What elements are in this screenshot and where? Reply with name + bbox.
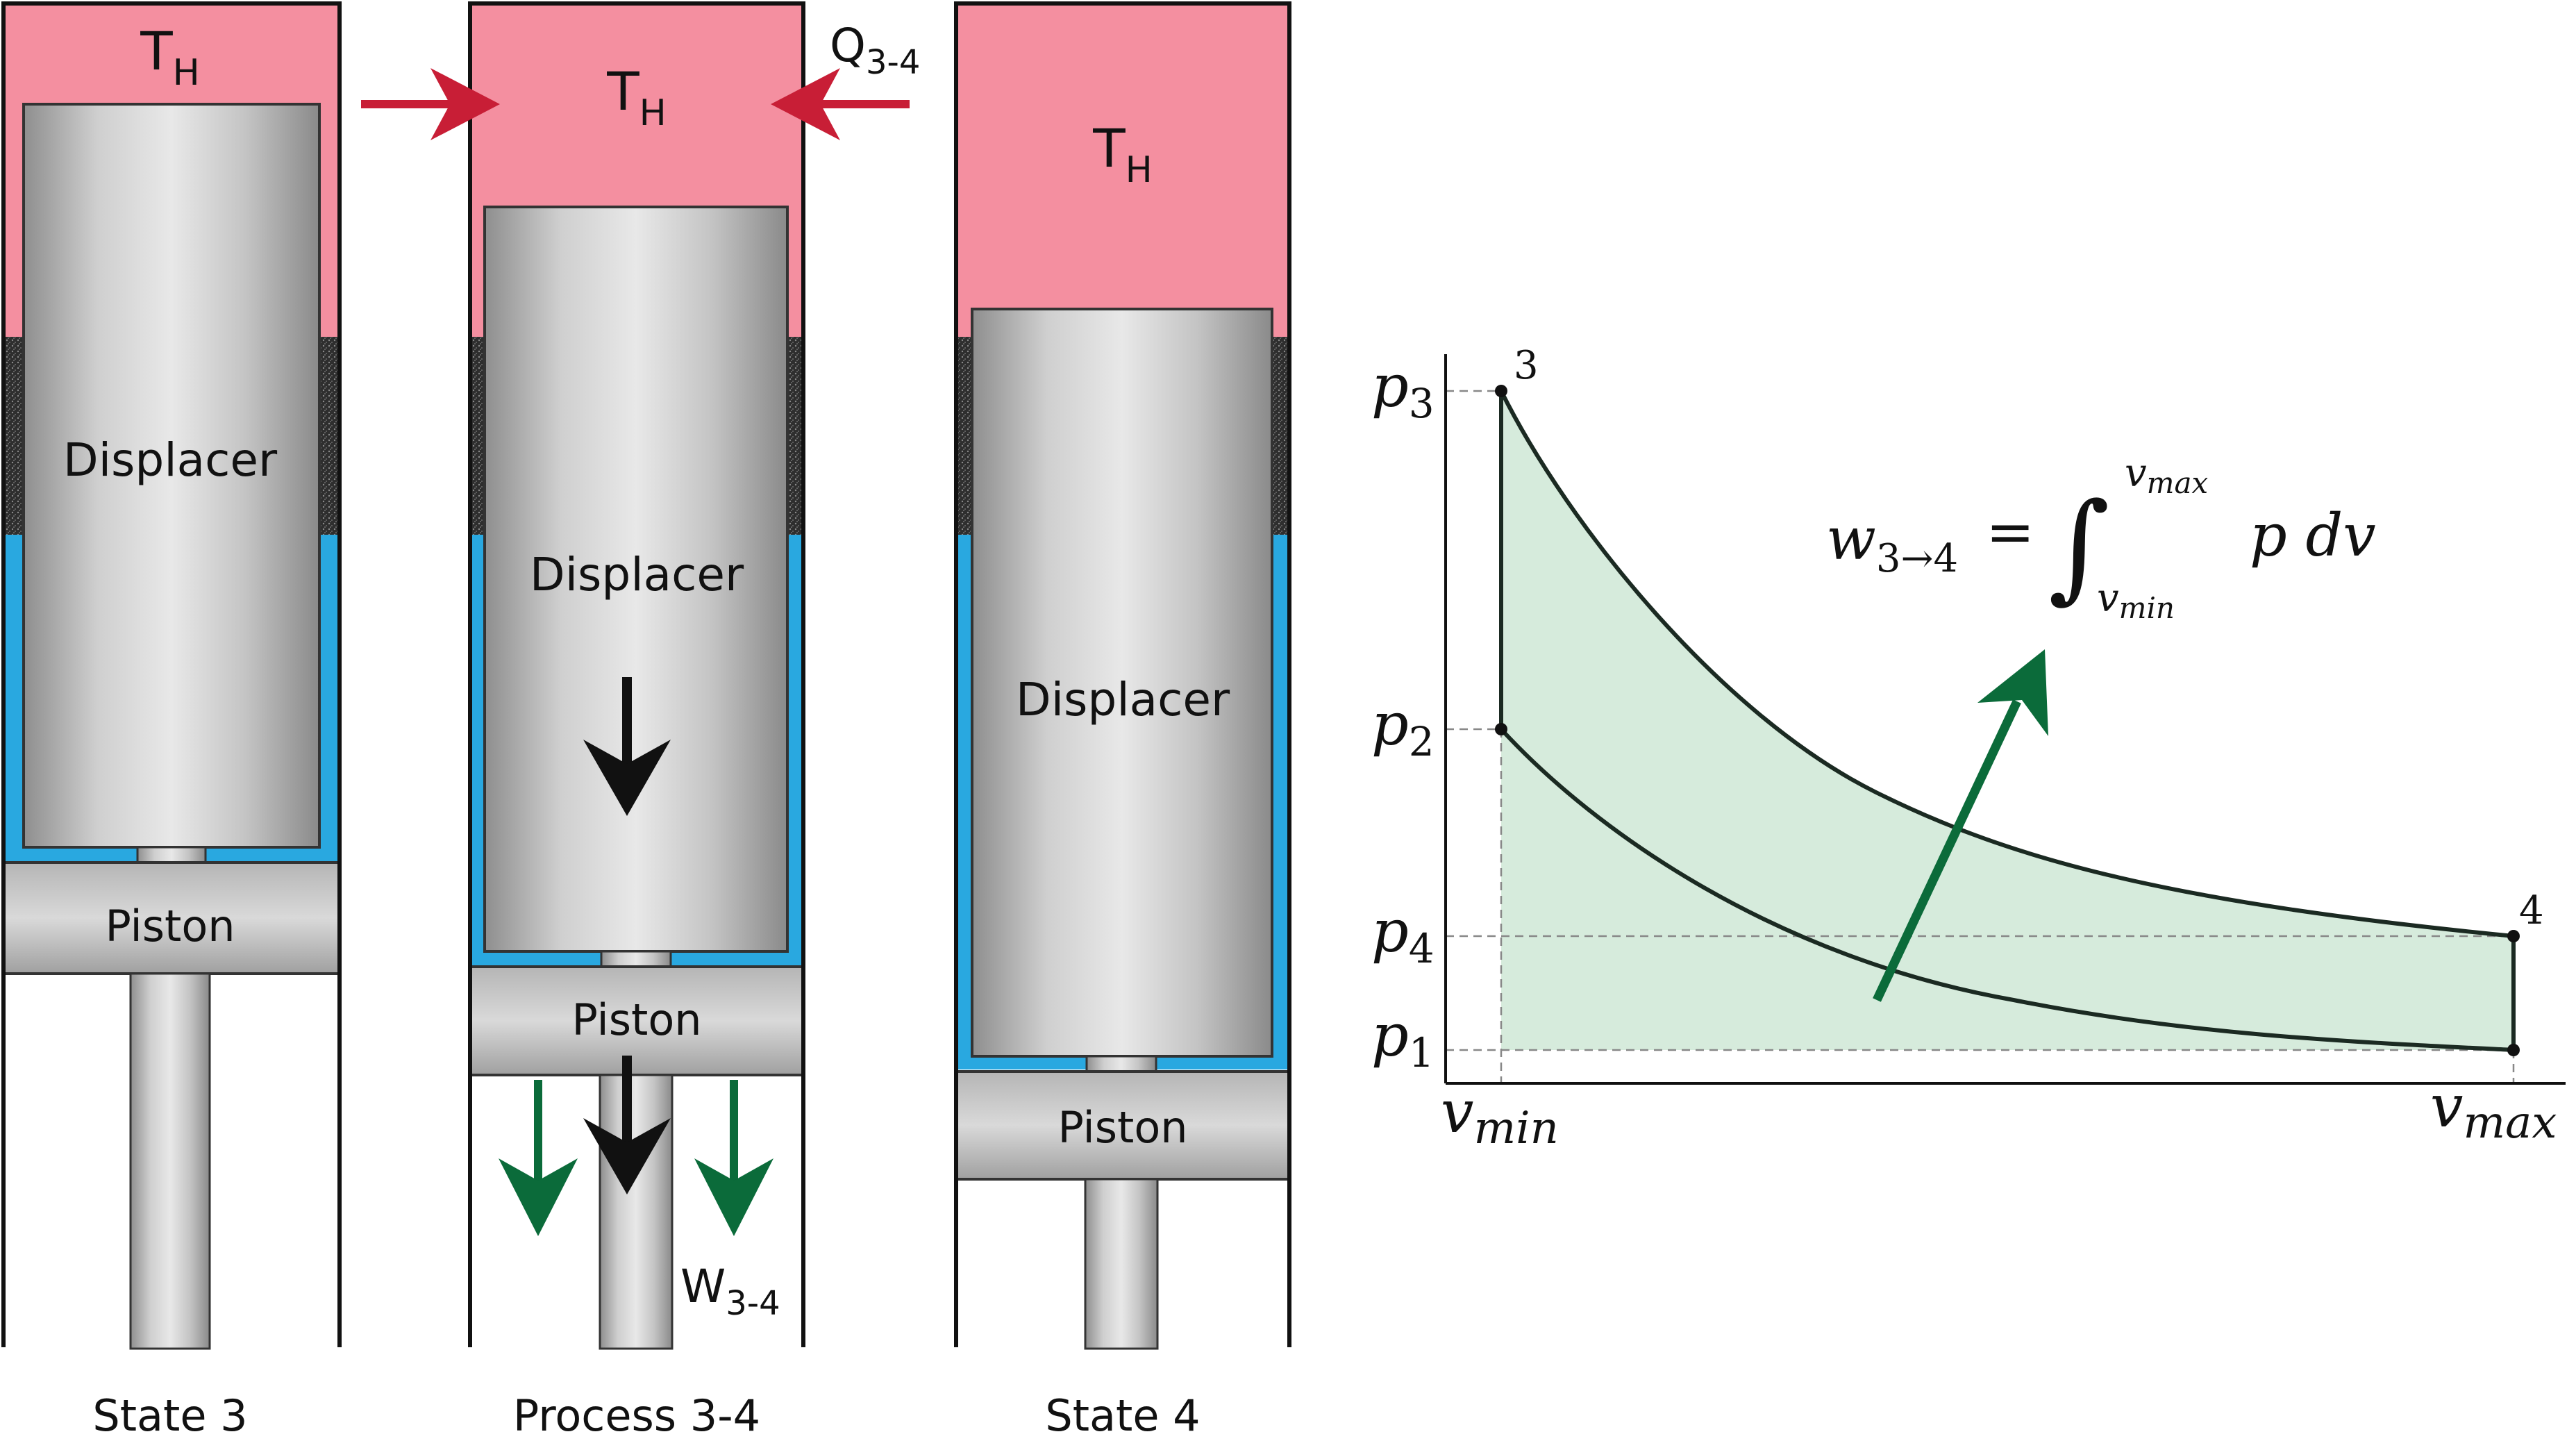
displacer-label: Displacer <box>530 548 744 601</box>
isotherm-3-4 <box>1499 390 2514 938</box>
x-tick-vmin: vmin <box>1441 1078 1559 1154</box>
work-formula: w3→4 = ∫ vmax vmin p dv <box>1826 451 2376 625</box>
piston-rod <box>1084 1178 1159 1350</box>
cylinder-wall <box>954 1 1291 1347</box>
temperature-label: TH <box>140 20 200 94</box>
y-tick-p3: p3 <box>1371 352 1435 427</box>
panel-state-3: TH Displacer Piston State 3 <box>1 1 342 1441</box>
panel-state-4: TH Displacer Piston State 4 <box>954 1 1291 1441</box>
piston-label: Piston <box>105 901 235 951</box>
cylinder-wall <box>1 1 342 1347</box>
y-tick-p1: p1 <box>1371 1001 1435 1076</box>
piston-rod <box>599 1074 674 1350</box>
state-point-2 <box>1495 723 1507 735</box>
formula-lhs: w3→4 <box>1826 505 1958 581</box>
y-tick-p4: p4 <box>1371 897 1435 972</box>
y-tick-p2: p2 <box>1371 690 1435 765</box>
work-label: W3-4 <box>680 1260 780 1323</box>
heat-in-arrow-left <box>361 68 500 140</box>
panel-caption: State 4 <box>1045 1390 1200 1441</box>
displacer <box>971 308 1273 1058</box>
panel-process-3-4: Q3-4 TH Displacer Piston W3-4 Process 3-… <box>361 1 920 1441</box>
work-out-arrow-left <box>499 1080 578 1236</box>
formula-integral: ∫ <box>2048 478 2110 615</box>
work-out-arrow-right <box>694 1080 773 1236</box>
temperature-label: TH <box>1092 117 1153 191</box>
piston-label: Piston <box>571 994 701 1045</box>
formula-lower-limit: vmin <box>2097 576 2175 625</box>
displacer-rod <box>136 846 207 864</box>
displacer-label: Displacer <box>1016 673 1230 726</box>
hot-space <box>956 3 1289 337</box>
state-point-1 <box>2507 1044 2520 1056</box>
displacer-rod <box>600 950 672 968</box>
displacer-label: Displacer <box>63 433 278 487</box>
displacer-down-arrow <box>583 677 671 816</box>
pv-diagram: 3 4 p3 p2 p4 p1 vmin vmax w3→4 = ∫ vmax … <box>1371 343 2566 1154</box>
work-arrow <box>1873 649 2048 1002</box>
panel-caption: Process 3-4 <box>513 1390 760 1441</box>
formula-equals: = <box>1986 498 2034 566</box>
displacer <box>22 103 321 849</box>
guide-lines <box>1446 390 2515 1083</box>
point-label-3: 3 <box>1514 343 1539 388</box>
temperature-label: TH <box>606 60 667 134</box>
piston <box>469 965 805 1076</box>
x-tick-vmax: vmax <box>2430 1072 2557 1149</box>
piston-down-arrow <box>583 1056 671 1194</box>
panel-caption: State 3 <box>92 1390 247 1441</box>
heat-label: Q3-4 <box>830 19 920 82</box>
displacer-rod <box>1085 1055 1157 1073</box>
piston-label: Piston <box>1057 1102 1187 1153</box>
isotherm-1-2 <box>1499 727 2514 1052</box>
formula-integrand: p dv <box>2250 501 2376 569</box>
work-area <box>1501 391 2514 1050</box>
piston-rod <box>129 972 211 1350</box>
heat-in-arrow-right <box>771 68 910 140</box>
formula-upper-limit: vmax <box>2125 451 2209 500</box>
state-point-4 <box>2507 930 2520 942</box>
point-label-4: 4 <box>2519 888 2544 933</box>
state-point-3 <box>1495 385 1507 397</box>
cylinder-wall <box>468 1 805 1347</box>
